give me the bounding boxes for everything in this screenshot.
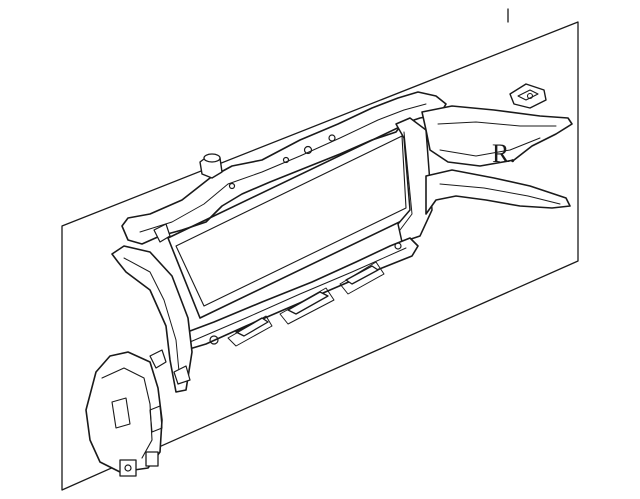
clip-detail	[517, 89, 539, 101]
clip-part	[509, 83, 547, 109]
lower-bar-slot	[287, 291, 329, 315]
upper-tie-bar	[121, 91, 447, 245]
lower-mount-tab	[119, 459, 137, 477]
left-post-edge	[123, 257, 181, 383]
lower-bar-slot-outline	[339, 261, 385, 295]
bracket-detail	[149, 405, 163, 433]
left-lower-bracket-edge	[101, 367, 153, 459]
side-clip	[153, 223, 171, 243]
lower-bar-slot-outline	[279, 287, 335, 325]
mount-hole	[209, 335, 219, 345]
left-side-post	[111, 245, 193, 393]
clip-hole	[526, 92, 534, 100]
right-upper-arm-edge	[439, 137, 541, 157]
upper-tie-bar-edge	[139, 103, 427, 233]
callout-label: R.	[492, 139, 516, 168]
lower-mount-tab	[145, 451, 159, 467]
right-lower-arm	[425, 169, 571, 215]
right-upper-arm-edge	[437, 121, 557, 127]
mount-hole	[328, 134, 336, 142]
side-clip	[173, 365, 191, 385]
right-lower-arm-edge	[439, 183, 561, 205]
bracket-detail	[111, 397, 131, 429]
left-lower-bracket	[85, 351, 163, 473]
lower-bar-slot	[235, 317, 269, 337]
mount-hole	[394, 242, 402, 250]
radiator-support-assembly: R.	[85, 83, 573, 477]
background-panel	[61, 21, 579, 491]
bracket-top	[203, 153, 221, 163]
radiator-opening-inner	[175, 135, 407, 307]
mount-hole	[282, 156, 290, 164]
lower-tie-bar-edge	[189, 247, 407, 343]
right-post-edge	[399, 131, 413, 231]
mount-hole	[303, 145, 313, 155]
mount-hole	[228, 182, 236, 190]
mount-hole	[124, 464, 132, 472]
lower-bar-slot	[345, 265, 379, 285]
lower-bar-slot-outline	[227, 315, 273, 347]
side-clip	[149, 349, 167, 369]
right-upper-arm	[421, 105, 573, 167]
